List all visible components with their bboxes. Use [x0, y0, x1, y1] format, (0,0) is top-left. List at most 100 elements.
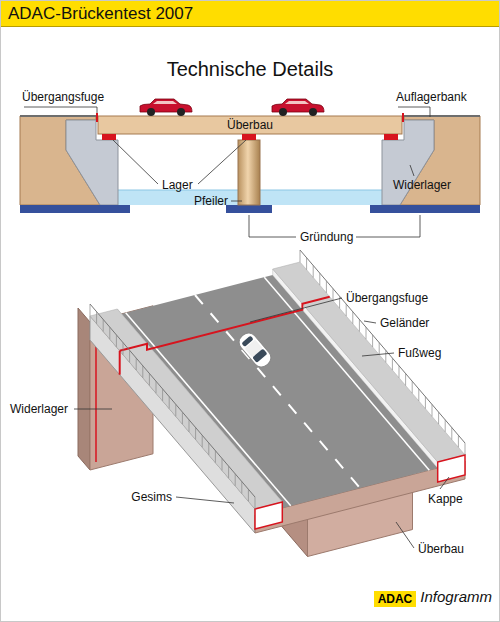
- expansion-joint: [120, 297, 330, 351]
- expansion-joint: [402, 113, 404, 122]
- railing: [90, 304, 255, 497]
- car-window: [285, 101, 309, 104]
- leader-line: [396, 522, 414, 548]
- railing-post: [195, 428, 196, 440]
- railing-post: [182, 412, 183, 424]
- leader-line: [231, 201, 242, 202]
- railing-post: [129, 350, 130, 362]
- railing-post: [418, 389, 419, 401]
- leader-line: [410, 165, 414, 176]
- railing-post: [90, 304, 91, 316]
- railing-post: [241, 482, 242, 494]
- car-wheel: [147, 108, 155, 116]
- part-label: Fußweg: [398, 346, 441, 360]
- car-window: [241, 335, 253, 347]
- railing-post: [235, 474, 236, 486]
- deck: [98, 116, 402, 134]
- logo-box: ADAC: [374, 591, 417, 607]
- railing-post: [359, 319, 360, 331]
- railing-post: [352, 312, 353, 324]
- foundation: [370, 205, 480, 213]
- railing-post: [175, 404, 176, 416]
- part-label: Kappe: [428, 492, 463, 506]
- railing-post: [208, 443, 209, 455]
- car-body: [236, 330, 274, 371]
- railing-post: [326, 281, 327, 293]
- part-label: Überbau: [418, 542, 464, 556]
- bearing: [384, 134, 398, 140]
- railing-post: [109, 327, 110, 339]
- railing-post: [399, 366, 400, 378]
- railing-post: [255, 497, 256, 509]
- railing-post: [346, 304, 347, 316]
- railing-post: [156, 381, 157, 393]
- leader-line: [364, 321, 376, 323]
- lane-edge: [126, 313, 291, 506]
- part-label: Übergangsfuge: [22, 90, 104, 104]
- railing-post: [136, 358, 137, 370]
- footway: [273, 262, 465, 462]
- leader-line: [176, 497, 234, 503]
- bearing: [102, 134, 116, 140]
- part-label: Überbau: [227, 118, 273, 132]
- railing-post: [392, 358, 393, 370]
- logo-text: ADAC: [378, 592, 413, 606]
- expansion-joint: [119, 351, 121, 375]
- section-heading: Technische Details: [167, 57, 334, 81]
- railing-post: [379, 343, 380, 355]
- car-window: [153, 101, 177, 104]
- center-line: [195, 295, 360, 488]
- railing-post: [465, 443, 466, 455]
- railing-post: [96, 312, 97, 324]
- leader-line: [356, 215, 420, 237]
- railing-post: [149, 373, 150, 385]
- railing-post: [405, 374, 406, 386]
- part-label: Pfeiler: [194, 194, 228, 208]
- railing-post: [169, 397, 170, 409]
- part-label: Gesims: [131, 490, 172, 504]
- railing-post: [189, 420, 190, 432]
- leader-line: [440, 477, 449, 489]
- railing-post: [432, 404, 433, 416]
- car-window: [252, 348, 267, 362]
- railing-post: [116, 335, 117, 347]
- part-label: Geländer: [380, 316, 429, 330]
- railing-post: [319, 273, 320, 285]
- railing-post: [412, 381, 413, 393]
- abutment-side: [78, 308, 90, 470]
- railing-post: [438, 412, 439, 424]
- foundation: [20, 205, 130, 213]
- leader-line: [249, 215, 296, 237]
- car-wheel: [279, 108, 287, 116]
- railing-post: [162, 389, 163, 401]
- foundation: [226, 205, 272, 213]
- cap-block: [438, 455, 465, 482]
- lane-edge: [264, 277, 429, 470]
- logo-text: Infogramm: [420, 588, 492, 606]
- railing-post: [306, 258, 307, 270]
- expansion-joint: [96, 113, 98, 122]
- leader-line: [24, 107, 97, 113]
- railing-post: [445, 420, 446, 432]
- part-label: Auflagerbank: [396, 90, 467, 104]
- railing: [300, 250, 465, 443]
- road-surface: [404, 115, 480, 117]
- part-label: Gründung: [300, 230, 353, 244]
- part-label: Übergangsfuge: [346, 291, 428, 305]
- leader-line: [250, 298, 342, 322]
- title-text: ADAC-Brückentest 2007: [8, 4, 193, 23]
- band-edge: [0, 26, 500, 27]
- railing-post: [451, 428, 452, 440]
- railing-post: [300, 250, 301, 262]
- railing-post: [142, 366, 143, 378]
- railing-post: [228, 466, 229, 478]
- railing-post: [215, 451, 216, 463]
- leader-line: [362, 353, 394, 356]
- railing-post: [202, 435, 203, 447]
- pillar: [238, 140, 260, 205]
- cap-block: [255, 502, 282, 529]
- leader-line: [198, 140, 246, 184]
- railing-post: [425, 397, 426, 409]
